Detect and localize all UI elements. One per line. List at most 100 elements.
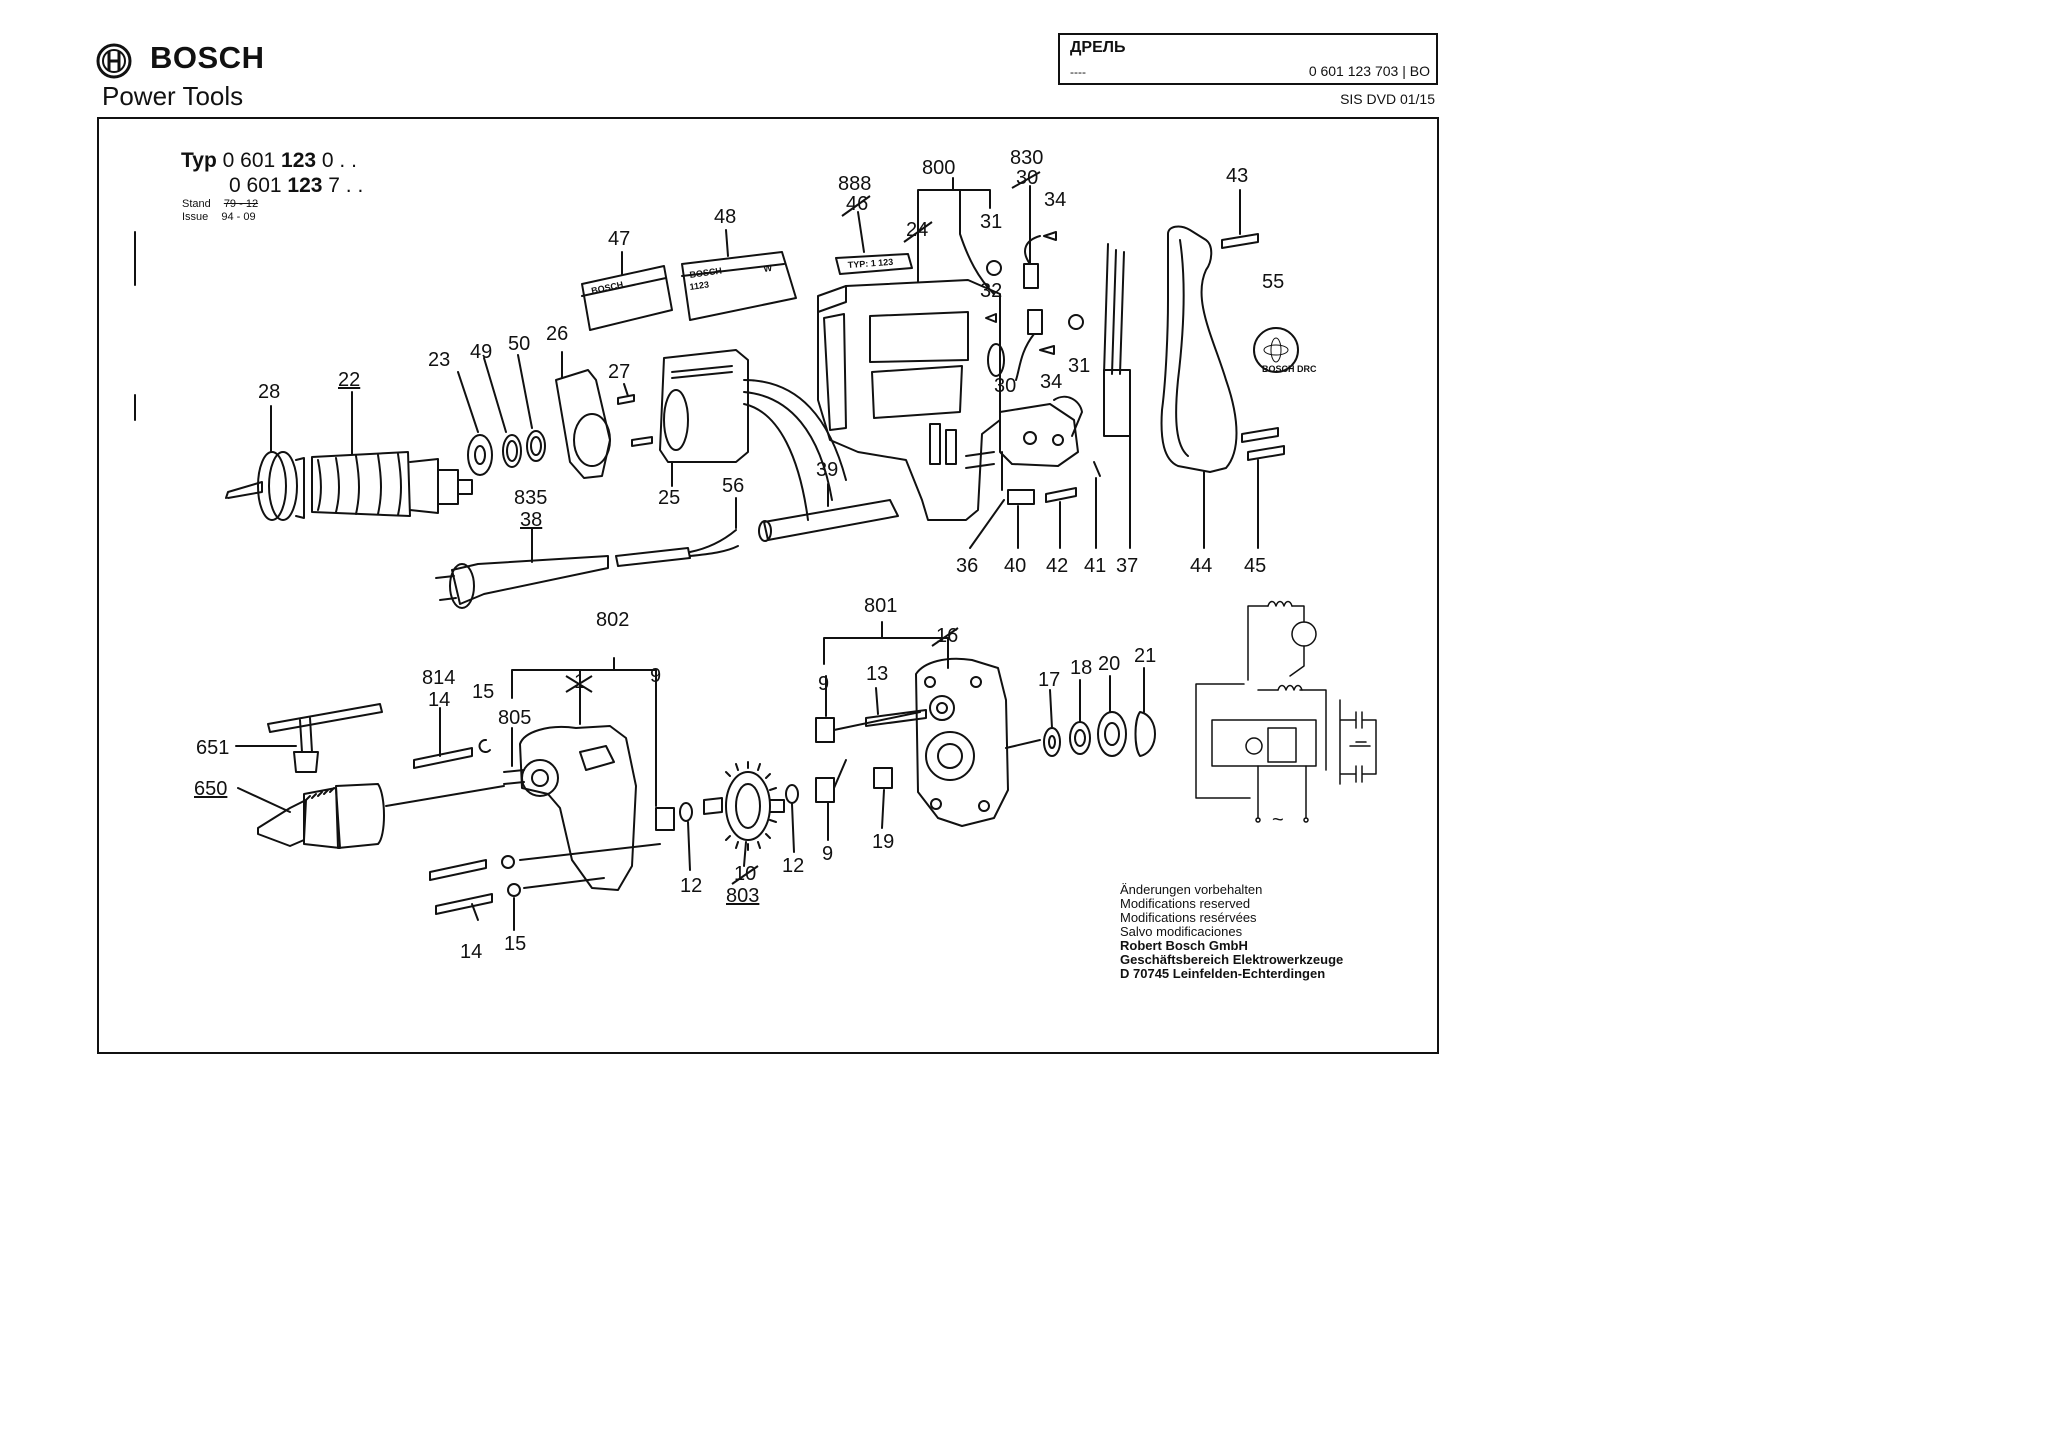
leader-line bbox=[959, 189, 995, 295]
typ-line1-pre: 0 601 bbox=[222, 149, 282, 172]
bearing-shape bbox=[467, 430, 546, 476]
label-18: 18 bbox=[1070, 657, 1092, 679]
leader-line bbox=[471, 903, 479, 921]
washer-shape bbox=[501, 855, 515, 869]
sis-reference: SIS DVD 01/15 bbox=[1340, 91, 1435, 107]
label-801: 801 bbox=[864, 595, 897, 617]
label-49: 49 bbox=[470, 341, 492, 363]
leader-line bbox=[833, 759, 847, 789]
label-50: 50 bbox=[508, 333, 530, 355]
leader-line bbox=[1049, 689, 1053, 729]
label-36: 36 bbox=[956, 555, 978, 577]
company-address: D 70745 Leinfelden-Echterdingen bbox=[1120, 966, 1326, 981]
label-17: 17 bbox=[1038, 669, 1060, 691]
leader-line bbox=[969, 499, 1005, 549]
label-47: 47 bbox=[608, 228, 630, 250]
label-30a: 30 bbox=[1016, 167, 1038, 189]
brush-spring-shape bbox=[1068, 314, 1084, 330]
brand-name: BOSCH bbox=[150, 40, 265, 75]
label-45: 45 bbox=[1244, 555, 1266, 577]
washer-shape bbox=[679, 802, 693, 822]
pin-shape bbox=[1093, 461, 1101, 477]
leader-line bbox=[833, 711, 921, 731]
stand-issue-block: Stand 79 - 12 Issue 94 - 09 bbox=[182, 198, 258, 224]
label-802: 802 bbox=[596, 609, 629, 631]
note-en: Modifications reserved bbox=[1120, 896, 1251, 911]
screw-shape bbox=[413, 747, 473, 769]
label-9b: 9 bbox=[822, 843, 833, 865]
needle-bearing-shape bbox=[655, 807, 675, 831]
document-title: ДРЕЛЬ bbox=[1070, 39, 1126, 56]
typ-line2-post: 7 . . bbox=[322, 174, 364, 197]
leader-line bbox=[623, 383, 629, 397]
title-block: ДРЕЛЬ ---- 0 601 123 703 | BO bbox=[1058, 33, 1438, 85]
label-30b: 30 bbox=[994, 375, 1016, 397]
bracket-802 bbox=[511, 669, 657, 699]
label-31a: 31 bbox=[980, 211, 1002, 233]
stand-value: 79 - 12 bbox=[223, 198, 259, 210]
leader-line bbox=[517, 354, 533, 429]
label-44: 44 bbox=[1190, 555, 1212, 577]
label-34b: 34 bbox=[1040, 371, 1062, 393]
leader-line bbox=[237, 787, 291, 813]
label-805: 805 bbox=[498, 707, 531, 729]
part-48-text: BOSCH bbox=[689, 266, 723, 280]
typ-line2-bold: 123 bbox=[287, 174, 323, 197]
label-34a: 34 bbox=[1044, 189, 1066, 211]
label-25: 25 bbox=[658, 487, 680, 509]
label-31b: 31 bbox=[1068, 355, 1090, 377]
leader-line bbox=[385, 785, 505, 807]
label-20: 20 bbox=[1098, 653, 1120, 675]
stand-label: Stand bbox=[182, 198, 211, 210]
washer-shape bbox=[507, 883, 521, 897]
switch-shape bbox=[999, 395, 1083, 467]
handle-shell-shape bbox=[1160, 225, 1238, 473]
chuck-key-shape bbox=[267, 703, 383, 773]
company-division: Geschäftsbereich Elektrowerkzeuge bbox=[1120, 952, 1344, 967]
cord-wires bbox=[689, 529, 739, 557]
label-21: 21 bbox=[1134, 645, 1156, 667]
bracket-801 bbox=[823, 637, 949, 665]
leader-line bbox=[881, 789, 885, 829]
handle-screw-shape bbox=[1221, 233, 1259, 249]
leader-line bbox=[875, 687, 879, 715]
label-835: 835 bbox=[514, 487, 547, 509]
leader-line bbox=[519, 843, 661, 861]
bracket-800 bbox=[917, 189, 991, 209]
handle-screw-shape bbox=[1241, 427, 1285, 461]
washer-shape bbox=[1069, 721, 1091, 755]
baffle-opening bbox=[573, 413, 611, 467]
leader-line bbox=[687, 821, 691, 871]
field-coil-shape bbox=[659, 349, 847, 521]
plug-shape bbox=[435, 555, 609, 609]
label-19: 19 bbox=[872, 831, 894, 853]
clip-shape bbox=[478, 739, 491, 753]
typ-line1-bold: 123 bbox=[281, 149, 317, 172]
bosch-logo-icon bbox=[96, 43, 132, 79]
leader-line bbox=[857, 211, 865, 253]
cable-shape bbox=[1103, 243, 1125, 375]
sticker-55-text: BOSCH DRC bbox=[1262, 364, 1317, 374]
label-650: 650 bbox=[194, 778, 227, 800]
armature-shape bbox=[225, 451, 473, 521]
label-15b: 15 bbox=[504, 933, 526, 955]
needle-bearing-shape bbox=[815, 777, 835, 803]
screw-shape bbox=[985, 313, 997, 323]
label-830: 830 bbox=[1010, 147, 1043, 169]
ball-bearing-shape bbox=[1097, 711, 1127, 757]
type-plate-shape bbox=[835, 253, 913, 275]
label-56: 56 bbox=[722, 475, 744, 497]
issue-value: 94 - 09 bbox=[221, 211, 256, 223]
label-40: 40 bbox=[1004, 555, 1026, 577]
drill-chuck-shape bbox=[257, 783, 385, 849]
cord-shape bbox=[615, 547, 691, 567]
note-fr: Modifications resérvées bbox=[1120, 910, 1257, 925]
label-27: 27 bbox=[608, 361, 630, 383]
cable-sleeve-shape bbox=[1103, 369, 1131, 437]
issue-label: Issue bbox=[182, 211, 209, 223]
spring-shape bbox=[1045, 487, 1077, 503]
leader-line bbox=[743, 841, 747, 867]
screw-shape bbox=[435, 893, 493, 915]
label-26: 26 bbox=[546, 323, 568, 345]
label-12a: 12 bbox=[680, 875, 702, 897]
